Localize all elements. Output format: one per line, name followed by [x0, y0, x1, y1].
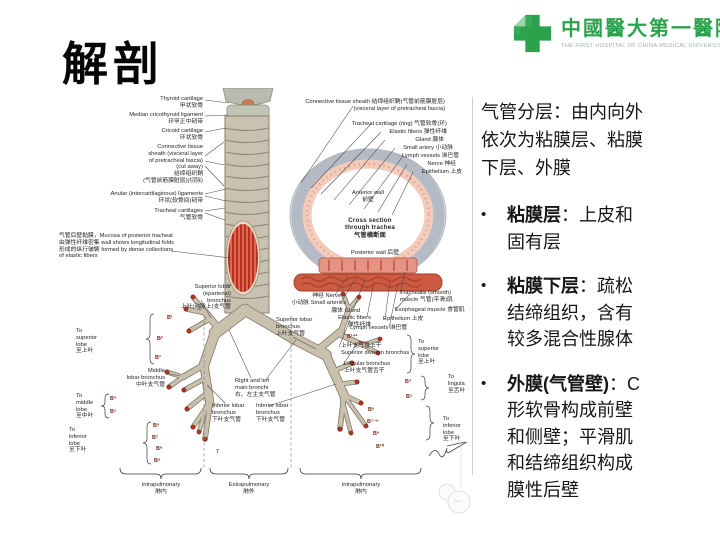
- bullet-dot: •: [481, 374, 487, 392]
- label-t-marker: T: [216, 449, 220, 455]
- figure-label: B⁹: [154, 458, 161, 464]
- figure-labels-layer: Thyroid cartilage 甲状软骨 Median cricothyroi…: [53, 88, 473, 518]
- figure-label: B³: [155, 355, 161, 361]
- label-superior-lobar-eparterial: Superior lobar (eparterial) bronchus 上叶(…: [180, 284, 231, 311]
- bullet-dot: •: [481, 277, 487, 294]
- notes-panel: 气管分层：由内向外 依次为粘膜层、粘膜 下层、外膜 • 粘膜层：上皮和 固有层 …: [481, 98, 709, 503]
- figure-label: B¹⁰: [376, 444, 384, 450]
- notes-bullet-list: • 粘膜层：上皮和 固有层 • 粘膜下层：疏松 结缔组织，含有 较多混合性腺体 …: [481, 202, 709, 503]
- label-to-inferior-lobe-right: To inferior lobe 至下叶: [443, 416, 461, 443]
- label-to-superior-lobe-right: To superior lobe 至上叶: [418, 339, 439, 366]
- label-to-lingula: To lingula 至舌叶: [448, 374, 466, 394]
- label-cs-lymph-vessels-bottom: Lymph vessels 淋巴管: [350, 325, 408, 331]
- label-middle-lobar-bronchus: Middle lobar bronchus 中叶支气管: [126, 368, 165, 388]
- anatomy-illustration: [100, 88, 471, 514]
- bullet-submucosa: • 粘膜下层：疏松 结缔组织，含有 较多混合性腺体: [481, 273, 709, 353]
- label-esophageal-muscle: Esophageal muscle 食管肌: [395, 307, 465, 313]
- figure-label: B⁸: [156, 446, 163, 452]
- bottom-braces: [119, 467, 422, 480]
- label-to-middle-lobe: To middle lobe 至中叶: [76, 393, 94, 420]
- label-posterior-wall: Posterior wall 后壁: [351, 250, 399, 256]
- label-cs-epithelium-bottom: Epithelium 上皮: [383, 316, 424, 322]
- label-cs-epithelium-top: Epithelium 上皮: [421, 169, 462, 175]
- bullet-adventitia: • 外膜(气管壁)：C 形软骨构成前壁 和侧壁；平滑肌 和结缔组织构成 膜性后壁: [481, 371, 709, 504]
- label-cs-gland-bottom: 腺体 Gland: [331, 308, 360, 314]
- figure-label: B⁷: [152, 435, 159, 441]
- cross-section: [289, 148, 447, 292]
- label-to-superior-lobe-left: To superior lobe 至上叶: [76, 328, 97, 355]
- figure-label: B¹⁺²: [347, 334, 358, 340]
- bullet-dot: •: [481, 206, 487, 223]
- region-dashed-lines: [203, 316, 292, 468]
- label-cs-nerve-top: Nerve 神经: [427, 161, 456, 167]
- notes-intro: 气管分层：由内向外 依次为粘膜层、粘膜 下层、外膜: [481, 102, 643, 178]
- figure-label: B³: [359, 341, 365, 347]
- label-intrapulmonary-right: Intrapulmonary 肺内: [341, 482, 381, 495]
- label-anular-ligaments: Anular (intercartilaginous) ligaments 环状…: [110, 191, 203, 204]
- page-title: 解剖: [62, 38, 164, 90]
- figure-label: B⁵: [406, 394, 413, 400]
- label-cross-section-title: Cross section through trachea 气管横断面: [344, 217, 396, 239]
- figure-label: B²: [157, 336, 163, 342]
- figure-label: B⁵: [110, 409, 117, 415]
- esophageal-band: [293, 273, 443, 292]
- hospital-name: 中國醫大第一醫院 THE FIRST HOSPITAL OF CHINA MED…: [561, 12, 720, 49]
- figure-label: B⁴: [405, 379, 412, 385]
- larynx: [222, 88, 274, 121]
- label-cs-gland-top: Gland 腺体: [415, 137, 444, 143]
- label-intrapulmonary-left: Intrapulmonary 肺内: [141, 482, 181, 495]
- anatomy-figure: Thyroid cartilage 甲状软骨 Median cricothyroi…: [53, 88, 473, 518]
- figure-label: B¹: [167, 315, 173, 321]
- label-superior-division-bronchus: 上叶支气管上干 Superior division bronchus: [341, 343, 410, 356]
- label-tracheal-cartilages: Tracheal cartilages 气管软骨: [154, 208, 203, 221]
- figure-label: B⁶: [153, 423, 160, 429]
- label-median-cricothyroid-ligament: Median cricothyroid ligament 环甲正中韧带: [129, 112, 203, 125]
- label-extrapulmonary: Extrapulmonary 肺外: [228, 482, 270, 495]
- figure-label: B⁷⁻⁸: [367, 419, 379, 425]
- label-superior-lobar-bronchus-left: Superior lobar bronchus 上叶支气管: [276, 317, 313, 337]
- watermark-ghost-icon: [438, 440, 471, 514]
- label-cs-cartilage-ring: Tracheal cartilage (ring) 气管软骨(环): [351, 121, 447, 127]
- label-cricoid-cartilage: Cricoid cartilage 环状软骨: [161, 128, 203, 141]
- label-thyroid-cartilage: Thyroid cartilage 甲状软骨: [160, 96, 203, 109]
- divider-line: [472, 97, 473, 475]
- label-anterior-wall: Anterior wall 前壁: [352, 190, 384, 203]
- figure-label: B⁹: [373, 431, 380, 437]
- bronchus-cut-tips: [164, 291, 383, 442]
- label-cs-small-artery: Small artery 小动脉: [403, 145, 453, 151]
- label-cs-elastic-fibers-top: Elastic fibers 弹性纤维: [389, 129, 447, 135]
- posterior-mucosa-window: [225, 220, 261, 296]
- label-cs-connective-sheath: Connective tissue sheath 结缔组织鞘(气管前筋膜脏层) …: [305, 99, 445, 112]
- label-cs-elastic-fibers-bottom: Elastic fibers 弹性纤维: [338, 315, 371, 328]
- label-connective-tissue-sheath: Connective tissue sheath (visceral layer…: [143, 144, 203, 185]
- label-lingular-bronchus: Lingular bronchus 上叶支气管舌干: [344, 361, 391, 374]
- label-cs-lymph-vessels-top: Lymph vessels 淋巴管: [401, 153, 459, 159]
- figure-label: B⁴: [110, 396, 117, 402]
- figure-label: B⁶: [368, 407, 375, 413]
- label-inferior-lobar-left: Inferior lobar bronchus 下叶支气管: [212, 403, 245, 423]
- hospital-name-cn: 中國醫大第一醫院: [561, 18, 720, 40]
- hospital-name-en: THE FIRST HOSPITAL OF CHINA MEDICAL UNIV…: [561, 43, 720, 49]
- label-posterior-wall-mucosa: 气管后壁黏膜，Mucosa of posterior tracheal 由弹性纤…: [59, 233, 175, 260]
- label-main-bronchi: Right and left main bronchi 右、左主支气管: [235, 378, 276, 398]
- bullet-mucosa: • 粘膜层：上皮和 固有层: [481, 202, 709, 255]
- label-trachealis-muscle: Trachealis (smooth) muscle 气管(平滑)肌: [400, 290, 453, 303]
- label-inferior-lobar-right: Inferior lobar bronchus 下叶支气管: [256, 403, 289, 423]
- artist-signature: [428, 441, 468, 458]
- group-braces: [100, 313, 435, 465]
- leader-lines: [164, 99, 414, 407]
- hospital-logo: 中國醫大第一醫院 THE FIRST HOSPITAL OF CHINA MED…: [512, 12, 720, 56]
- label-cs-nerve-bottom: 神经 Nerve: [312, 293, 341, 299]
- label-to-inferior-lobe-left: To inferior lobe 至下叶: [69, 427, 87, 454]
- green-cross-icon: [513, 14, 552, 53]
- label-cs-small-arteries-bottom: 小动脉 Small arteries: [291, 300, 346, 306]
